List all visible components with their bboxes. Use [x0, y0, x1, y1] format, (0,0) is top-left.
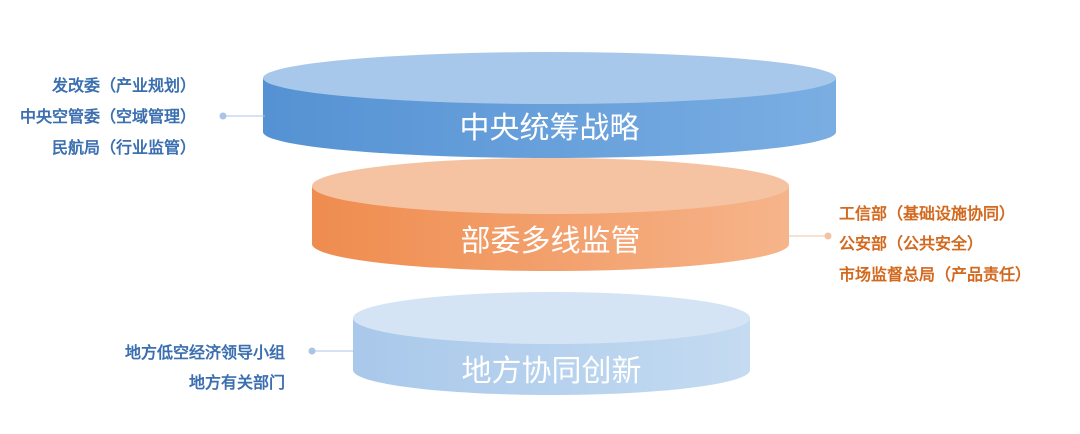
tier-2-annotation: 市场监督总局（产品责任）: [839, 265, 1031, 284]
tier-3-annotations: 地方低空经济领导小组 地方有关部门: [125, 343, 285, 392]
connector-tier-2: [789, 232, 832, 240]
connector-tier-3: [308, 347, 354, 355]
tier-1-annotation: 中央空管委（空域管理）: [20, 107, 196, 126]
tier-2-label: 部委多线监管: [461, 224, 641, 259]
connector-tier-1: [219, 112, 265, 120]
tier-3-disk: 地方协同创新: [353, 292, 750, 395]
tier-2-annotation: 公安部（公共安全）: [839, 234, 983, 253]
tier-3-label: 地方协同创新: [462, 354, 642, 389]
tier-3-annotation: 地方有关部门: [189, 373, 285, 392]
tier-1-annotations: 发改委（产业规划） 中央空管委（空域管理） 民航局（行业监管）: [20, 76, 196, 157]
tier-2-annotation: 工信部（基础设施协同）: [839, 204, 1015, 223]
tier-2-disk: 部委多线监管: [312, 158, 789, 271]
tier-1-disk: 中央统筹战略: [263, 52, 836, 158]
tier-1-label: 中央统筹战略: [460, 111, 640, 146]
tier-1-annotation: 发改委（产业规划）: [51, 76, 196, 95]
tier-3-annotation: 地方低空经济领导小组: [125, 343, 285, 362]
tier-1-annotation: 民航局（行业监管）: [52, 138, 196, 157]
tier-2-annotations: 工信部（基础设施协同） 公安部（公共安全） 市场监督总局（产品责任）: [839, 204, 1031, 284]
